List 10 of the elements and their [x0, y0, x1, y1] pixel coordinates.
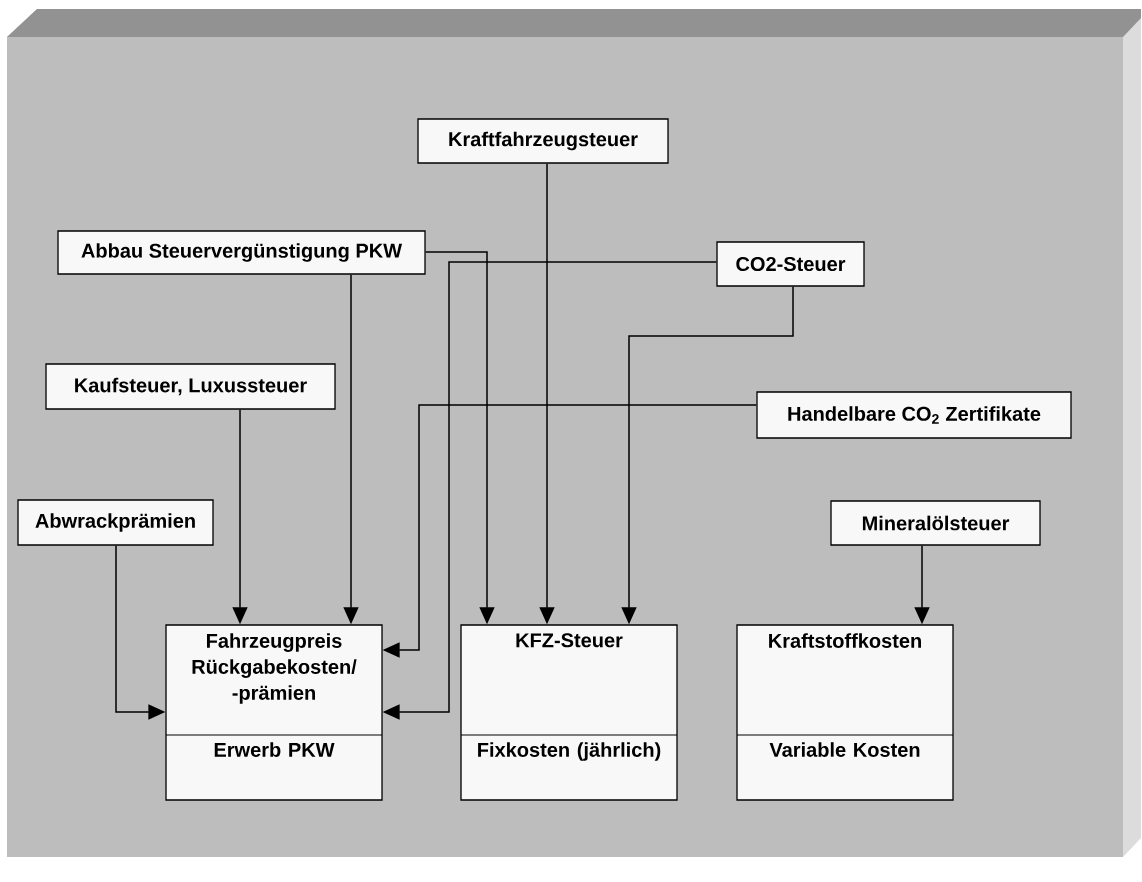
label-box: Handelbare CO$_{2}$ Zertifikate — [756, 391, 1072, 439]
label-box: CO2-Steuer — [716, 241, 865, 287]
cost-box: Fahrzeugpreis Rückgabekosten/ -prämien Erwerb PKW — [165, 624, 383, 801]
cost-box: Kraftstoffkosten Variable Kosten — [736, 624, 954, 801]
cost-box: KFZ-Steuer Fixkosten (jährlich) — [460, 624, 678, 801]
label-box: Abbau Steuervergünstigung PKW — [57, 230, 426, 275]
label-box: Kraftfahrzeugsteuer — [417, 118, 669, 164]
label-box: Mineralölsteuer — [830, 500, 1041, 546]
label-box: Abwrackprämien — [17, 499, 214, 546]
label-box: Kaufsteuer, Luxussteuer — [45, 363, 336, 410]
